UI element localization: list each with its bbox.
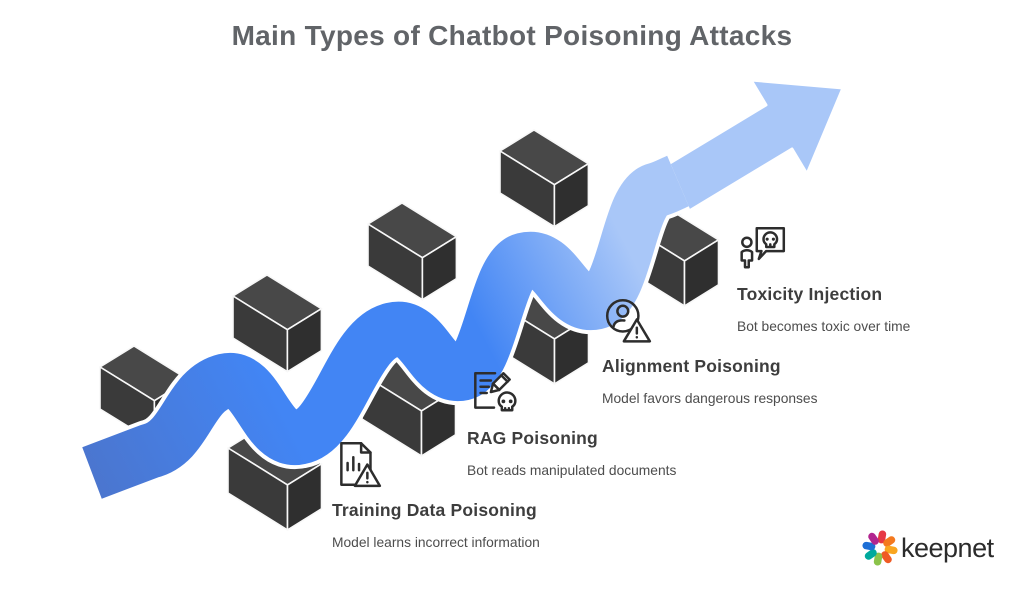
item-rag-poisoning: RAG Poisoning Bot reads manipulated docu… bbox=[467, 366, 676, 478]
item-alignment-poisoning: Alignment Poisoning Model favors dangero… bbox=[602, 294, 818, 406]
obstacle-bar bbox=[499, 129, 590, 228]
ribbon bbox=[82, 155, 690, 499]
pinwheel-petal bbox=[868, 532, 879, 545]
obstacle-bars bbox=[99, 129, 720, 531]
pinwheel-petal bbox=[884, 545, 898, 555]
item-subtitle: Model favors dangerous responses bbox=[602, 391, 818, 406]
document-chart-warning-icon bbox=[340, 441, 382, 488]
item-subtitle: Bot reads manipulated documents bbox=[467, 463, 677, 478]
user-warning-icon bbox=[605, 298, 652, 343]
item-training-data-poisoning: Training Data Poisoning Model learns inc… bbox=[332, 438, 540, 550]
pinwheel-petal bbox=[873, 552, 883, 566]
person-toxic-speech-icon bbox=[740, 226, 786, 269]
pinwheel-petal bbox=[877, 530, 887, 544]
item-title: Training Data Poisoning bbox=[332, 500, 537, 520]
item-title: RAG Poisoning bbox=[467, 428, 598, 448]
page-title: Main Types of Chatbot Poisoning Attacks bbox=[231, 20, 793, 51]
item-subtitle: Model learns incorrect information bbox=[332, 535, 540, 550]
item-title: Alignment Poisoning bbox=[602, 356, 781, 376]
document-edit-skull-icon bbox=[474, 372, 517, 412]
pinwheel-petal bbox=[864, 549, 877, 560]
obstacle-bar bbox=[232, 274, 323, 373]
keepnet-pinwheel-icon bbox=[862, 530, 898, 566]
obstacle-bar bbox=[367, 202, 458, 301]
keepnet-wordmark: keepnet bbox=[901, 532, 994, 563]
pinwheel-petal bbox=[883, 536, 896, 547]
pinwheel-petal bbox=[881, 551, 892, 564]
item-toxicity-injection: Toxicity Injection Bot becomes toxic ove… bbox=[737, 222, 910, 334]
item-subtitle: Bot becomes toxic over time bbox=[737, 319, 911, 334]
keepnet-logo: keepnet bbox=[862, 530, 994, 566]
pinwheel-petal bbox=[862, 541, 876, 551]
item-title: Toxicity Injection bbox=[737, 284, 883, 304]
